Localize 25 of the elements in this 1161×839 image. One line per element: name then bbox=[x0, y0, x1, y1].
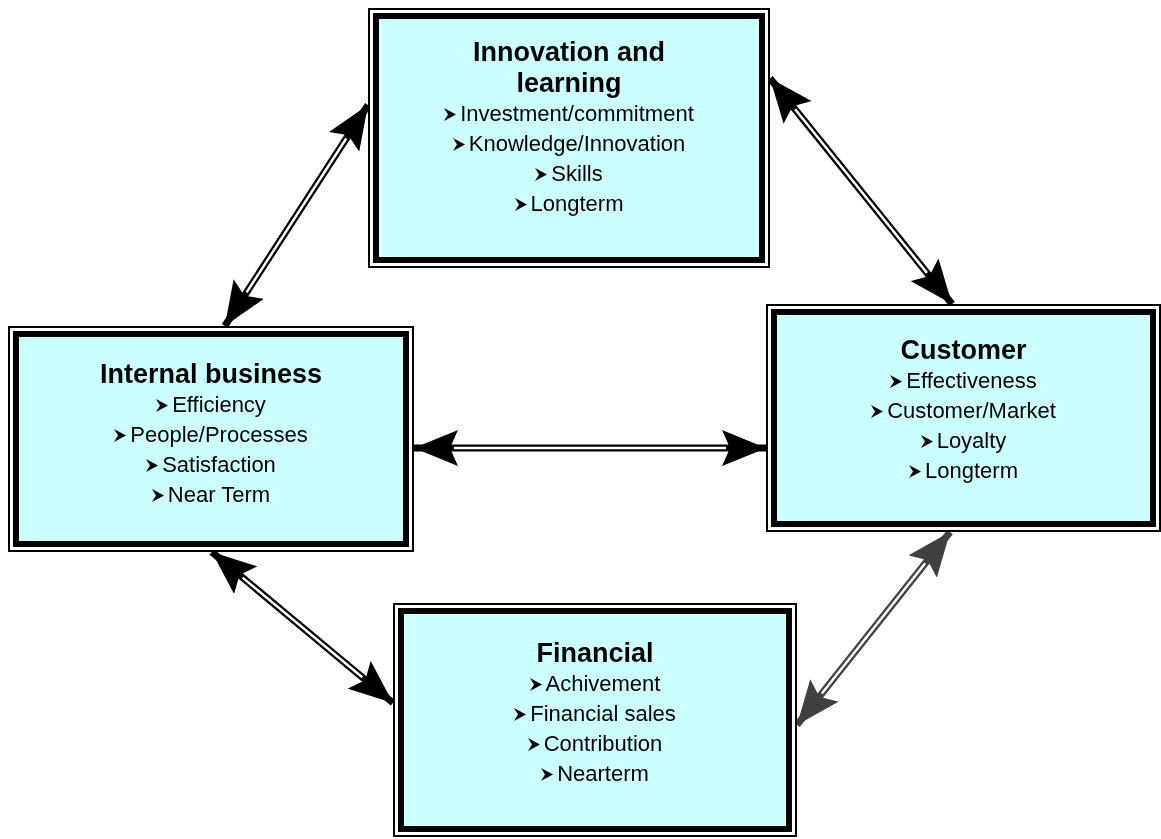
bullet-item: Contribution bbox=[543, 730, 663, 758]
perspective-box bbox=[8, 326, 414, 552]
perspective-box bbox=[393, 603, 797, 837]
box-heading: Internal business bbox=[99, 359, 323, 390]
perspective-box bbox=[368, 8, 770, 268]
bullet-item: Investment/commitment bbox=[460, 100, 694, 128]
bullet-item: People/Processes bbox=[130, 421, 308, 449]
bullet-item: Knowledge/Innovation bbox=[468, 130, 686, 158]
bullet-item: Customer/Market bbox=[887, 397, 1056, 425]
bullet-item: Nearterm bbox=[557, 760, 649, 788]
bullet-item: Efficiency bbox=[172, 391, 266, 419]
bullet-item: Loyalty bbox=[936, 427, 1007, 455]
bullet-item: Longterm bbox=[530, 190, 624, 218]
bullet-item: Skills bbox=[551, 160, 603, 188]
box-heading: Financial bbox=[536, 638, 654, 669]
bullet-item: Longterm bbox=[925, 457, 1018, 485]
double-line-arrow bbox=[414, 430, 766, 467]
bullet-item: Near Term bbox=[167, 481, 271, 509]
bullet-item: Achivement bbox=[545, 670, 661, 698]
box-heading: Innovation and learning bbox=[472, 37, 666, 99]
bullet-item: Effectiveness bbox=[906, 367, 1037, 395]
bullet-item: Financial sales bbox=[530, 700, 676, 728]
bullet-item: Satisfaction bbox=[162, 451, 276, 479]
perspective-box bbox=[766, 304, 1161, 532]
box-heading: Customer bbox=[900, 335, 1027, 366]
